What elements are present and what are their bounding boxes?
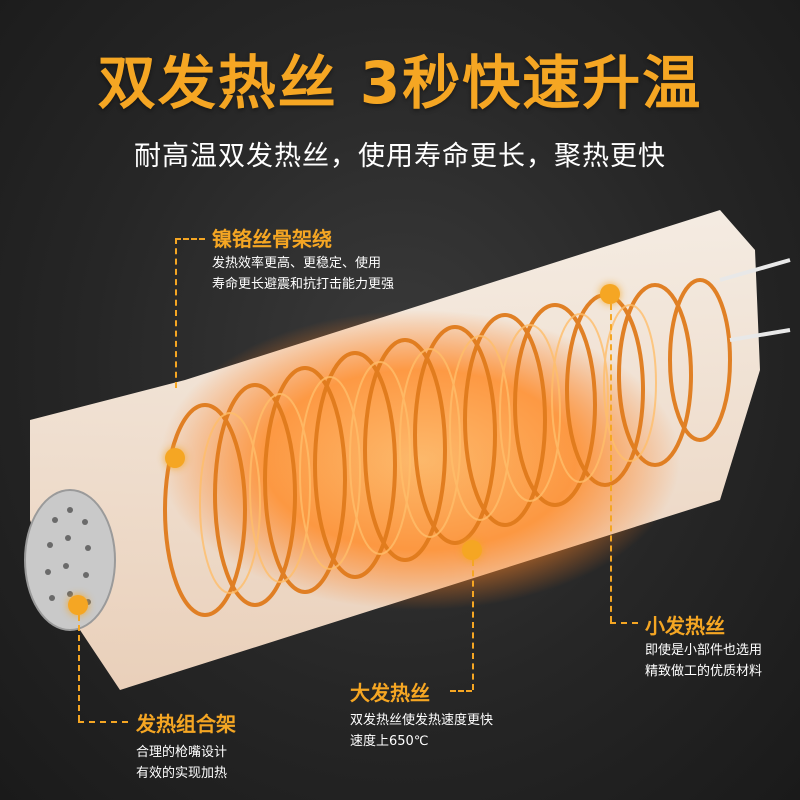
callout-line <box>78 615 80 721</box>
headline: 双发热丝 3秒快速升温 <box>97 49 703 117</box>
callout-desc-frame-winding: 发热效率更高、更稳定、使用 寿命更长避震和抗打击能力更强 <box>212 256 395 292</box>
marker-dot <box>462 540 482 560</box>
coil-windings <box>163 278 732 617</box>
callout-desc-combo-frame: 合理的枪嘴设计 有效的实现加热 <box>136 745 228 781</box>
marker-dot <box>600 284 620 304</box>
callout-title-big-wire: 大发热丝 <box>350 681 430 705</box>
mesh-holes <box>45 507 91 605</box>
callout-title-frame-winding: 镍铬丝骨架绕 <box>212 227 332 251</box>
callout-line <box>78 721 128 723</box>
marker-dot <box>68 595 88 615</box>
wire-lead <box>729 328 791 342</box>
callout-title-combo-frame: 发热组合架 <box>136 712 236 736</box>
marker-dot <box>165 448 185 468</box>
wire-lead <box>719 258 791 282</box>
mesh-disc <box>24 489 116 631</box>
callout-line <box>175 238 205 240</box>
callout-line <box>450 690 472 692</box>
callout-desc-small-wire: 即使是小部件也选用 精致做工的优质材料 <box>645 643 763 679</box>
coil-inner-windings <box>199 304 657 594</box>
callout-line <box>610 304 612 622</box>
subhead: 耐高温双发热丝，使用寿命更长，聚热更快 <box>134 141 666 172</box>
callout-line <box>472 560 474 690</box>
callout-line <box>610 622 638 624</box>
heat-glow <box>160 310 680 610</box>
callout-title-small-wire: 小发热丝 <box>645 614 725 638</box>
callout-desc-big-wire: 双发热丝使发热速度更快 速度上650℃ <box>350 713 494 749</box>
callout-line <box>175 238 177 388</box>
